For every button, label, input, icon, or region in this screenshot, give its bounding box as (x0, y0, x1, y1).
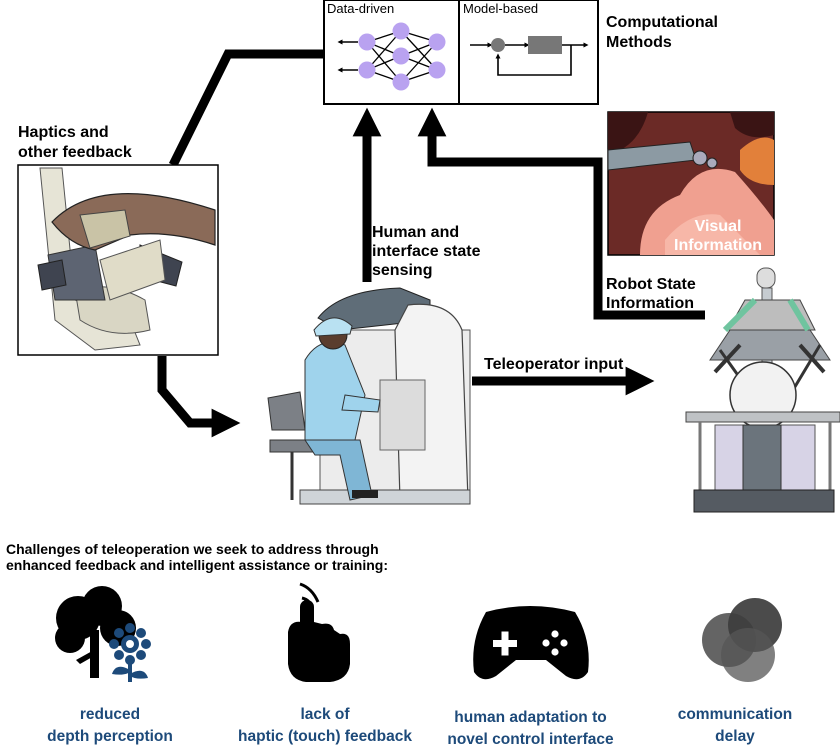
human-sensing-label: Human and interface state sensing (372, 224, 481, 279)
visual-information-label: Visual Information (674, 218, 762, 254)
haptic-device-illustration (17, 164, 219, 356)
tree-flower-icon (55, 586, 151, 682)
haptics-label: Haptics and other feedback (18, 124, 132, 161)
caption-depth-perception: reduced depth perception (47, 706, 173, 745)
arrow-haptics-to-methods (168, 49, 326, 167)
flow-arrows (157, 49, 705, 438)
data-driven-label: Data-driven (327, 1, 395, 16)
pointing-hand-icon (288, 582, 350, 682)
caption-communication-delay: communication delay (677, 706, 793, 745)
surgical-robot-illustration (685, 267, 840, 513)
control-loop-icon (470, 36, 589, 76)
computational-methods-title: Computational Methods (606, 14, 718, 51)
challenges-heading: Challenges of teleoperation we seek to a… (6, 541, 388, 573)
operator-console-illustration (267, 287, 471, 505)
caption-control-interface: human adaptation to novel control interf… (447, 709, 614, 748)
arrow-haptics-to-operator (157, 356, 241, 438)
overlapping-circles-icon (702, 598, 782, 682)
arrow-robot-state-to-methods (417, 107, 705, 320)
neural-network-icon (337, 22, 446, 91)
robot-state-label: Robot State Information (606, 276, 696, 312)
gamepad-icon (473, 606, 589, 680)
model-based-label: Model-based (463, 1, 539, 16)
teleoperator-input-label: Teleoperator input (484, 356, 624, 373)
computational-methods-box (323, 0, 599, 105)
caption-haptic-feedback: lack of haptic (touch) feedback (238, 706, 412, 745)
surgical-view-image (607, 111, 775, 256)
